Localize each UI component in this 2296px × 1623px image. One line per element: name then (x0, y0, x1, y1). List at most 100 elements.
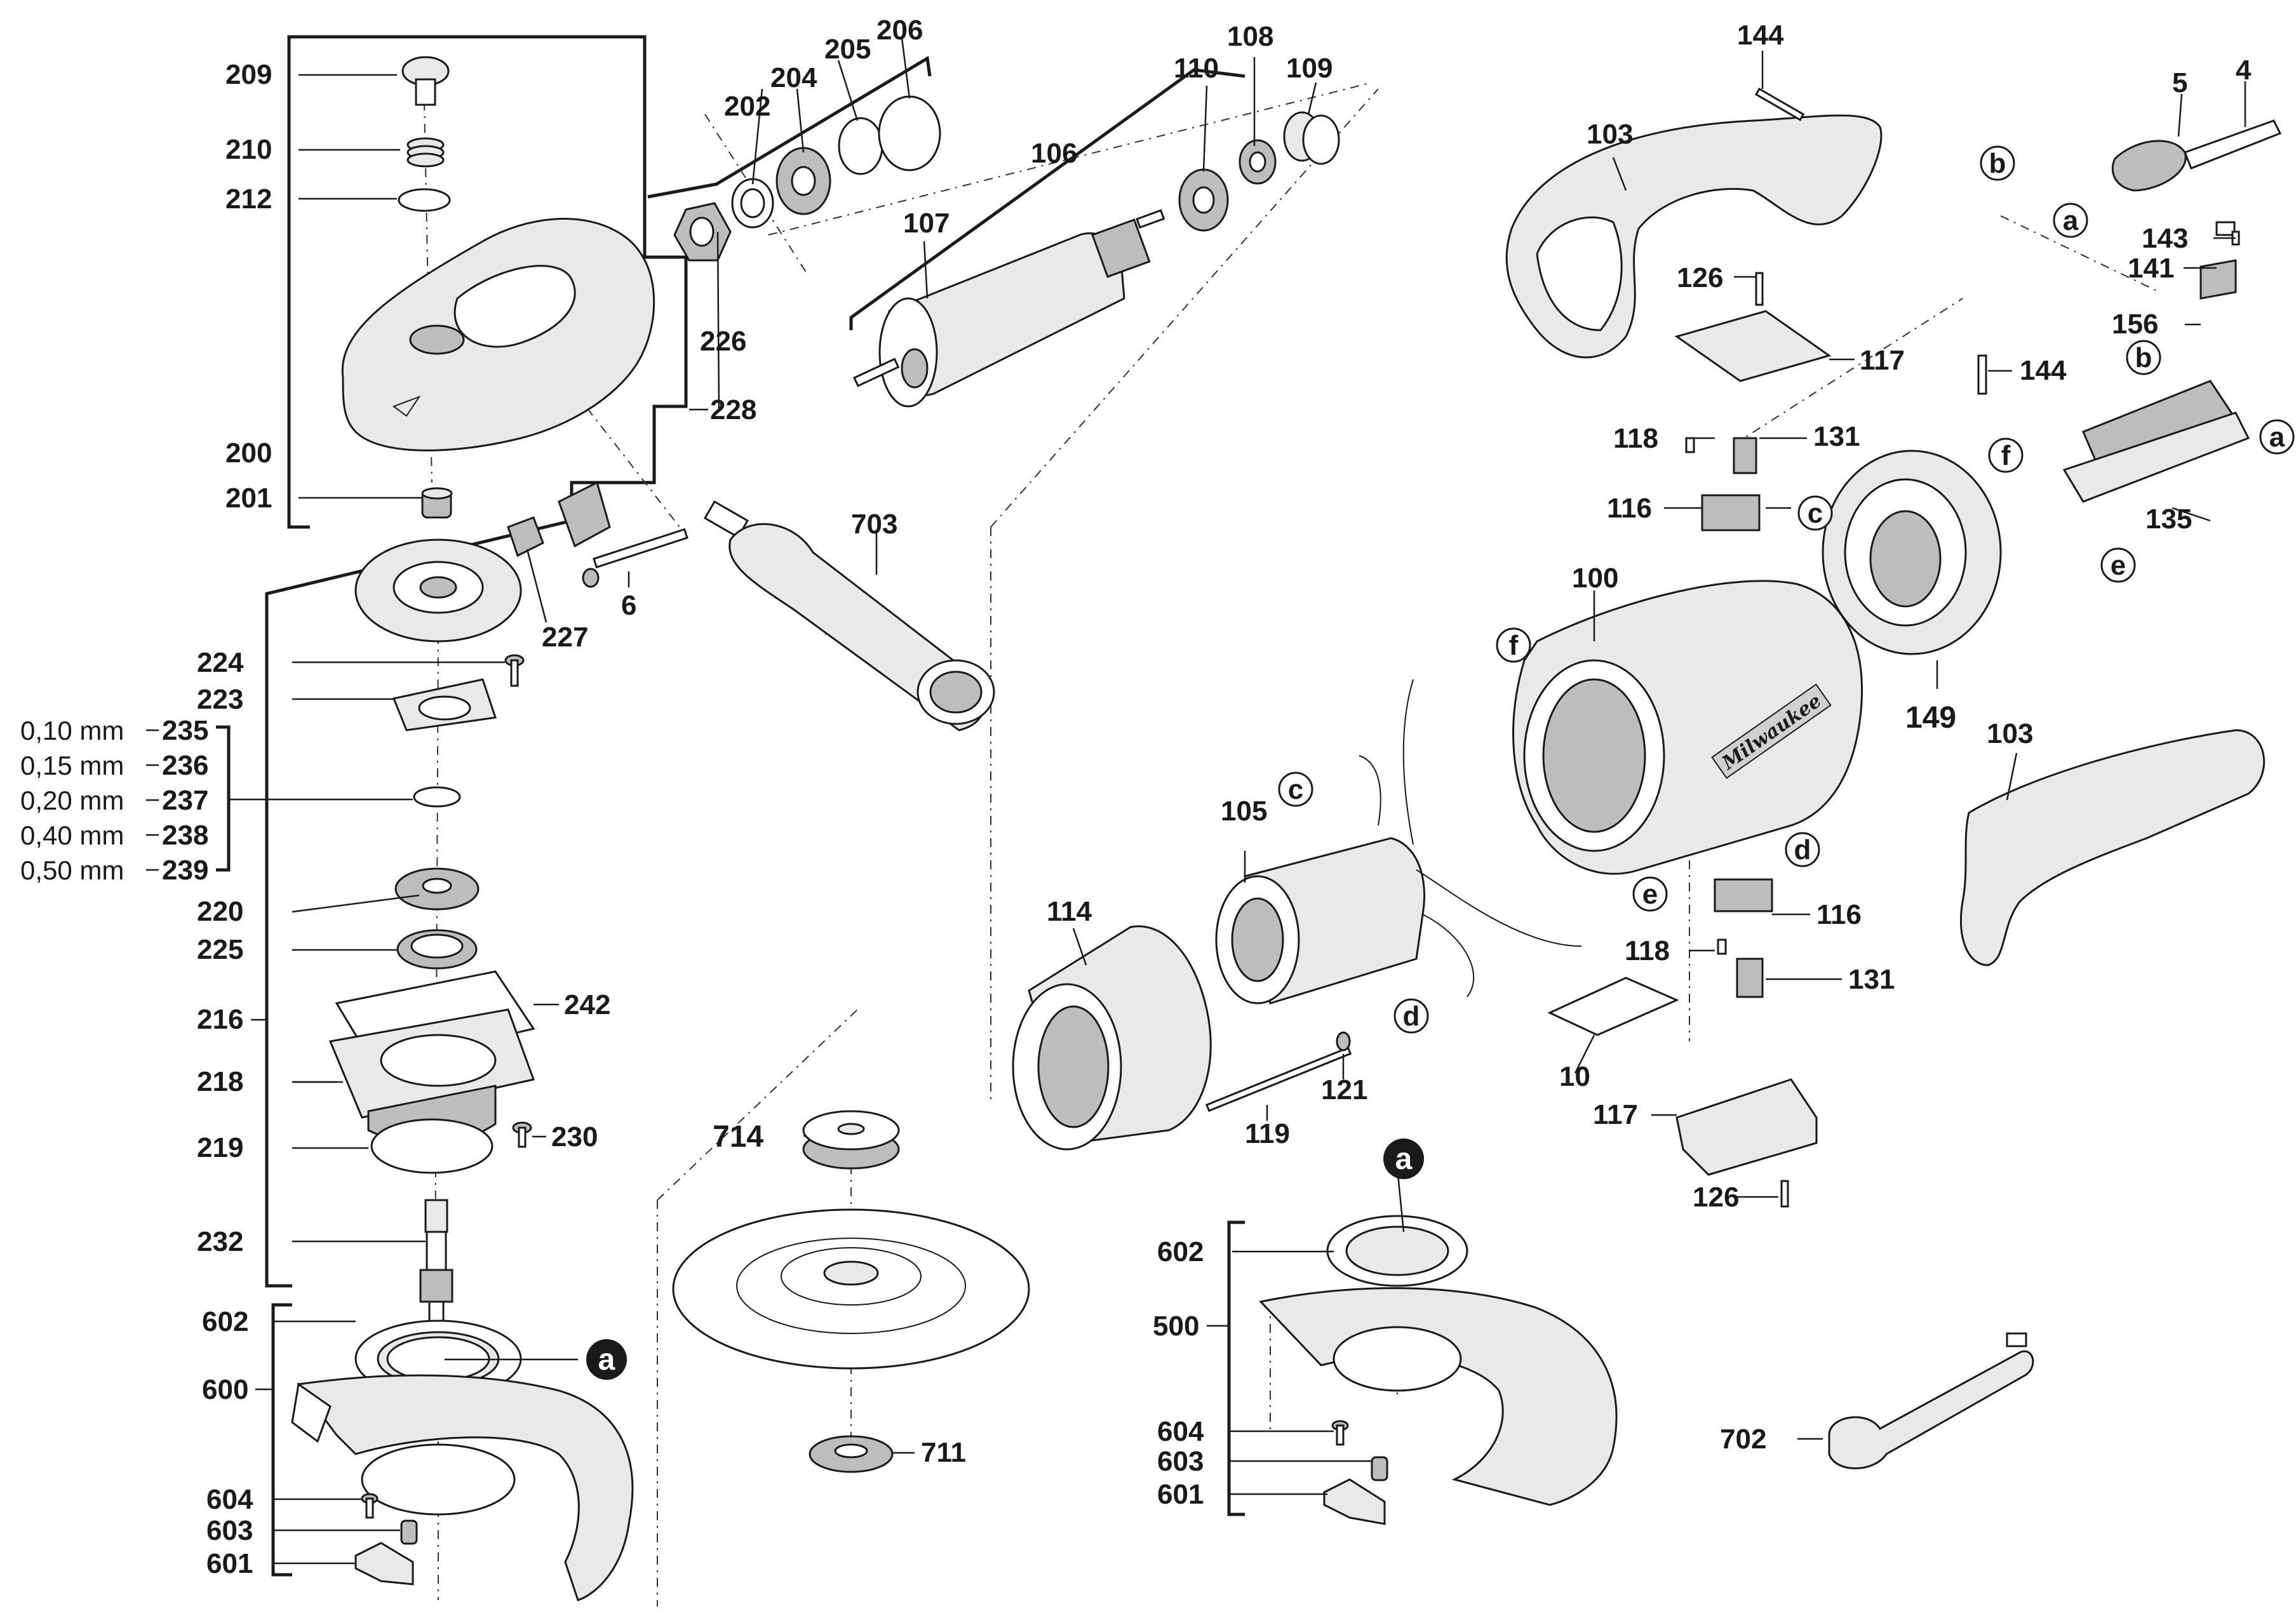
grinding-disc (672, 1208, 1030, 1370)
label-131-top: 131 (1813, 421, 1860, 452)
part-117-cover-bottom (1675, 1078, 1818, 1176)
part-232-spindle (419, 1199, 453, 1328)
label-603-right: 603 (1157, 1446, 1204, 1477)
part-118-screw-bottom (1717, 938, 1727, 955)
label-216: 216 (197, 1004, 243, 1035)
reference-markers: a a a a b b c c (586, 145, 2295, 1380)
part-223-hole (418, 695, 471, 721)
label-600: 600 (202, 1374, 248, 1405)
label-602-right: 602 (1157, 1236, 1204, 1267)
svg-text:c: c (1288, 774, 1303, 805)
part-illustrations (291, 56, 2282, 1601)
part-500-guard-right (1259, 1287, 1618, 1506)
part-4-5-cord (2111, 119, 2282, 192)
part-156-cap (2199, 259, 2237, 300)
label-218: 218 (197, 1066, 243, 1097)
label-109: 109 (1286, 53, 1333, 84)
label-500: 500 (1153, 1311, 1199, 1342)
label-714: 714 (713, 1120, 763, 1154)
label-100: 100 (1572, 563, 1618, 594)
part-205-ring (838, 117, 883, 175)
label-235: 235 (162, 715, 208, 746)
label-220: 220 (197, 896, 243, 927)
label-219: 219 (197, 1132, 243, 1163)
shim-size-236: 0,15 mm (20, 751, 124, 780)
label-212: 212 (225, 184, 272, 215)
label-604-right: 604 (1157, 1416, 1204, 1447)
shim-bracket (216, 725, 231, 872)
marker-f-wire: f (1496, 627, 1531, 663)
label-224: 224 (197, 647, 244, 678)
label-116-top: 116 (1607, 493, 1652, 524)
shim-size-239: 0,50 mm (20, 855, 124, 885)
marker-b-switch: b (2126, 340, 2161, 375)
label-238: 238 (162, 820, 208, 851)
label-126-top: 126 (1677, 262, 1723, 293)
label-149: 149 (1905, 701, 1956, 735)
bevel-gear (354, 538, 522, 643)
label-200: 200 (225, 437, 272, 469)
part-201-bushing (421, 487, 453, 519)
part-200-gear-housing (341, 218, 655, 451)
bearing-set-bracket (647, 55, 932, 199)
label-201: 201 (225, 483, 272, 514)
gear-housing-bracket (287, 35, 310, 529)
part-126-screw-top (1755, 272, 1764, 306)
label-10: 10 (1559, 1061, 1590, 1092)
part-603-spring-left (400, 1519, 418, 1545)
part-602-clamp-ring-right (1326, 1215, 1468, 1287)
label-232: 232 (197, 1226, 243, 1257)
svg-text:a: a (2063, 205, 2079, 236)
label-601-right: 601 (1157, 1479, 1204, 1510)
svg-text:e: e (2111, 550, 2126, 581)
label-117-bottom: 117 (1593, 1099, 1638, 1130)
part-604-screw-left (361, 1493, 379, 1519)
marker-a-filled-right: a (1383, 1139, 1424, 1179)
part-204-bearing (775, 147, 831, 215)
wire-f (1402, 679, 1414, 845)
guard-assembly-bracket-left (271, 1303, 292, 1577)
label-126-bottom: 126 (1693, 1182, 1739, 1213)
label-202: 202 (724, 91, 770, 122)
label-236: 236 (162, 750, 208, 781)
leader-lines (229, 37, 2246, 1565)
wire-d (1422, 914, 1475, 998)
part-116-holder-top (1701, 494, 1761, 531)
part-144-screw-right (1977, 354, 1987, 395)
part-224-screw (504, 654, 525, 687)
label-237: 237 (162, 785, 208, 816)
part-110-bearing (1178, 168, 1229, 232)
part-108-bearing (1239, 139, 1277, 185)
part-107-armature (853, 209, 1165, 408)
part-121-washer (1336, 1031, 1351, 1052)
marker-c-brush: c (1797, 495, 1833, 531)
part-603-spring-right (1371, 1456, 1388, 1481)
svg-text:a: a (1395, 1142, 1413, 1176)
wire-e (1416, 869, 1582, 947)
svg-text:a: a (598, 1343, 615, 1377)
part-118-screw-top (1685, 437, 1695, 453)
label-242: 242 (564, 989, 610, 1020)
label-116-bottom: 116 (1816, 899, 1862, 930)
part-119-screw (1205, 1046, 1352, 1112)
label-144-top: 144 (1737, 20, 1784, 51)
marker-a-filled-left: a (586, 1339, 627, 1380)
marker-b-cord: b (1980, 145, 2015, 181)
part-714-flange (802, 1110, 900, 1170)
label-131-bottom: 131 (1848, 964, 1895, 995)
label-105: 105 (1221, 796, 1267, 827)
label-209: 209 (225, 59, 272, 90)
part-226-nut (673, 202, 732, 262)
marker-d-wire: d (1393, 998, 1429, 1034)
label-711: 711 (921, 1437, 966, 1468)
part-117-cover-top (1674, 310, 1832, 382)
label-106: 106 (1031, 138, 1077, 169)
part-126-screw-bottom (1780, 1180, 1789, 1208)
label-226: 226 (700, 326, 746, 357)
part-100-motor-housing (1512, 580, 1863, 875)
svg-text:f: f (2001, 440, 2011, 471)
label-108: 108 (1227, 21, 1273, 52)
label-604-left: 604 (206, 1484, 253, 1515)
